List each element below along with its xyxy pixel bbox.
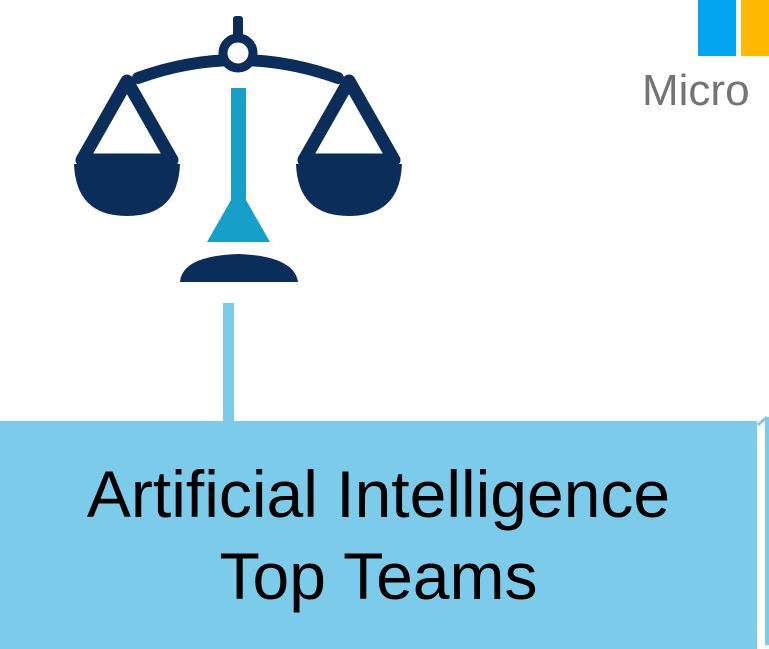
logo-tile-yellow [741,0,769,56]
scales-pivot [218,33,258,73]
edge-shape-fragment [757,415,769,645]
scales-right-hanger [297,74,401,167]
scales-left-pan [74,164,180,216]
ai-top-teams-box: Artificial Intelligence Top Teams [0,421,757,649]
scales-of-justice-icon [74,16,402,282]
scales-left-hanger [75,74,179,167]
scales-right-pan [296,164,402,216]
microsoft-logo: Micro [640,0,769,120]
box-title-line-2: Top Teams [219,539,538,613]
scales-pillar-foot [207,200,270,242]
logo-tile-blue [698,0,736,56]
logo-wordmark: Micro [642,66,750,115]
scales-pillar [231,88,246,208]
box-title-line-1: Artificial Intelligence [86,457,671,531]
scales-base [180,254,298,282]
connector-line [223,303,234,421]
